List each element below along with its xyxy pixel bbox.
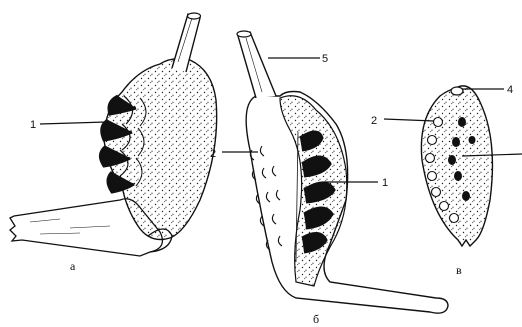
specimen-b: 5 2 1 б xyxy=(210,31,448,326)
label-v-2: 2 xyxy=(371,115,377,127)
panel-label-a: а xyxy=(70,259,76,273)
label-b-2: 2 xyxy=(210,148,216,160)
label-b-1: 1 xyxy=(382,177,388,189)
label-v-4: 4 xyxy=(507,84,513,96)
specimen-a-stem-texture xyxy=(30,219,110,234)
specimen-a-body xyxy=(104,59,217,240)
leader-a-1 xyxy=(40,122,106,124)
specimen-v: 4 2 в xyxy=(371,84,522,277)
panel-label-b: б xyxy=(313,312,319,326)
panel-label-v: в xyxy=(456,263,462,277)
specimen-b-tube xyxy=(237,31,276,98)
label-b-5: 5 xyxy=(322,53,328,65)
specimen-v-aperture xyxy=(451,87,463,95)
label-a-1: 1 xyxy=(30,119,36,131)
specimen-a: 1 а xyxy=(10,13,217,273)
specimen-b-body xyxy=(246,92,448,314)
